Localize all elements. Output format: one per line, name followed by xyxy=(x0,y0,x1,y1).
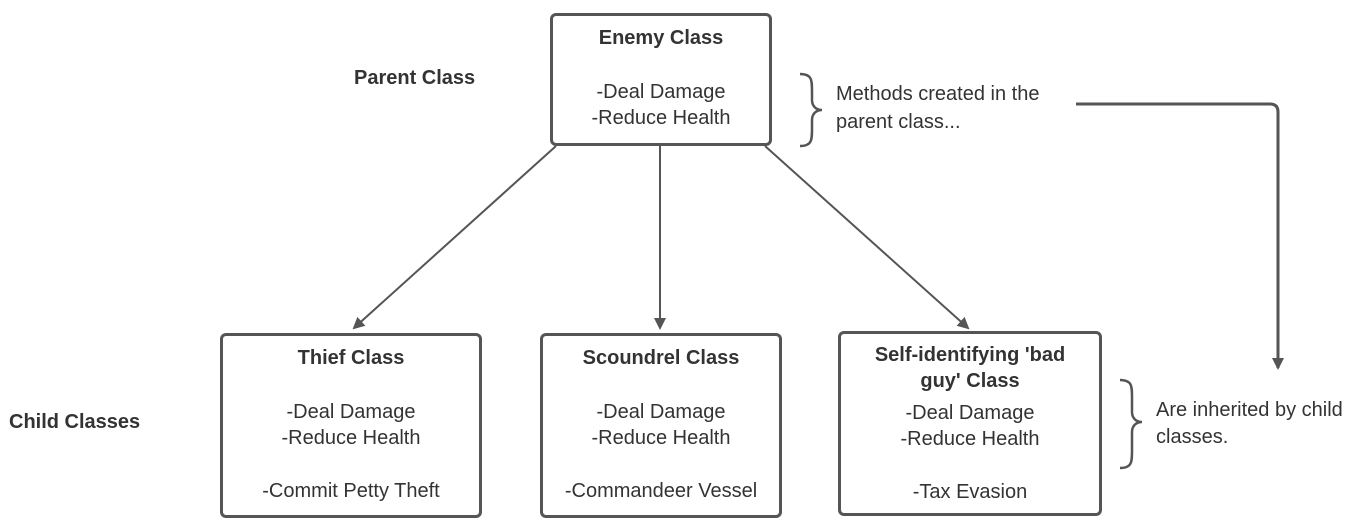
enemy-class-title: Enemy Class xyxy=(598,27,724,49)
bad-guy-method-tax-evasion: -Tax Evasion xyxy=(912,481,1028,503)
bad-guy-method-reduce-health: -Reduce Health xyxy=(900,428,1040,450)
parent-note-line-2: parent class... xyxy=(836,111,961,133)
parent-brace xyxy=(799,72,823,148)
scoundrel-class-box: Scoundrel Class -Deal Damage -Reduce Hea… xyxy=(540,333,782,518)
bad-guy-class-title-line-2: guy' Class xyxy=(920,370,1020,392)
thief-class-box: Thief Class -Deal Damage -Reduce Health … xyxy=(220,333,482,518)
enemy-method-reduce-health: -Reduce Health xyxy=(591,107,731,129)
scoundrel-method-deal-damage: -Deal Damage xyxy=(596,401,726,423)
parent-class-label: Parent Class xyxy=(354,67,476,89)
child-brace xyxy=(1119,378,1143,470)
bad-guy-method-deal-damage: -Deal Damage xyxy=(905,402,1035,424)
scoundrel-class-title: Scoundrel Class xyxy=(582,347,740,369)
thief-method-reduce-health: -Reduce Health xyxy=(281,427,421,449)
child-classes-label: Child Classes xyxy=(9,411,141,433)
arrow-to-bad-guy xyxy=(764,145,970,330)
inheritance-elbow-arrow xyxy=(1076,102,1284,370)
scoundrel-method-reduce-health: -Reduce Health xyxy=(591,427,731,449)
bad-guy-class-title-line-1: Self-identifying 'bad xyxy=(874,344,1066,366)
thief-method-deal-damage: -Deal Damage xyxy=(286,401,416,423)
arrow-to-thief xyxy=(352,145,557,330)
child-note-line-1: Are inherited by child xyxy=(1156,399,1343,421)
enemy-method-deal-damage: -Deal Damage xyxy=(596,81,726,103)
scoundrel-method-commandeer-vessel: -Commandeer Vessel xyxy=(564,480,758,502)
enemy-class-box: Enemy Class -Deal Damage -Reduce Health xyxy=(550,13,772,146)
thief-class-title: Thief Class xyxy=(297,347,405,369)
child-note-line-2: classes. xyxy=(1156,426,1229,448)
thief-method-commit-petty-theft: -Commit Petty Theft xyxy=(262,480,440,502)
bad-guy-class-box: Self-identifying 'bad guy' Class -Deal D… xyxy=(838,331,1102,516)
parent-note-line-1: Methods created in the xyxy=(836,83,1040,105)
